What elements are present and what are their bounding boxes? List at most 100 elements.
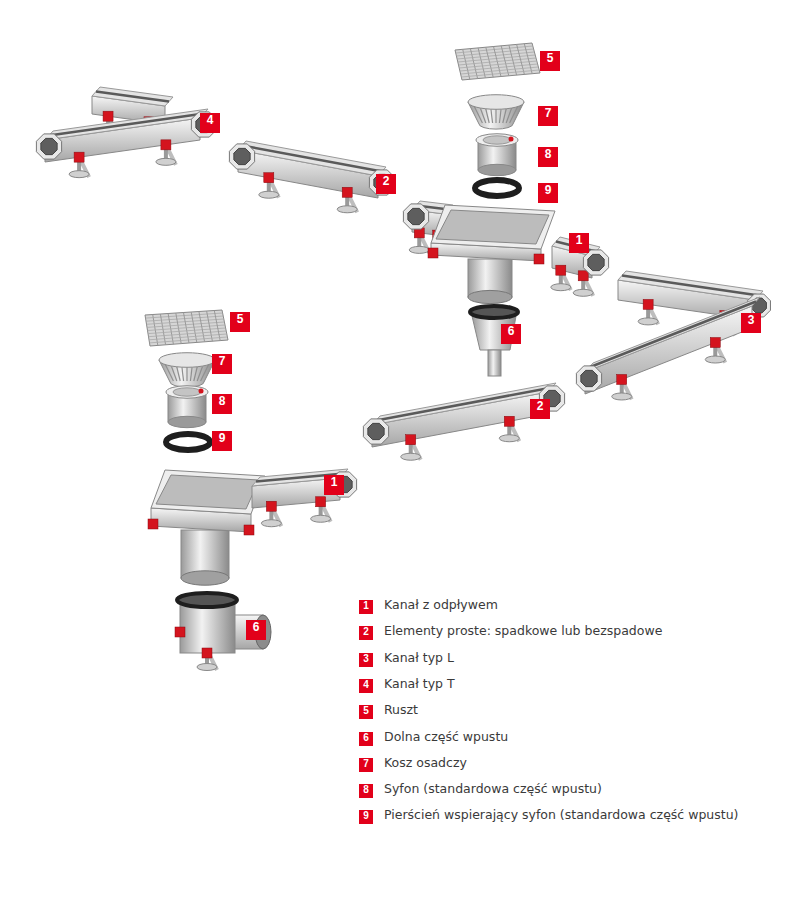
height-adjuster: [244, 525, 254, 535]
callout-number: 7: [212, 354, 232, 374]
callout-box: 8: [538, 147, 558, 167]
legend-text: Kanał typ T: [384, 676, 455, 691]
foot-plate: [197, 664, 217, 671]
callout-number: 5: [230, 312, 250, 332]
foot-plate: [409, 246, 429, 253]
legend-swatch: 6: [359, 732, 373, 746]
drain-slot: [96, 92, 169, 102]
sediment-basket: [159, 353, 215, 387]
height-adjuster: [266, 501, 276, 511]
callout-box: 9: [212, 431, 232, 451]
outlet-end: [181, 571, 229, 585]
callout-box: 6: [246, 620, 266, 640]
height-adjuster: [428, 248, 438, 258]
legend-number: 5: [359, 705, 373, 719]
grate-bar: [501, 46, 509, 76]
legend-swatch: 4: [359, 679, 373, 693]
channel-opening: [408, 208, 424, 224]
grate-bar: [459, 61, 537, 68]
channel-opening: [581, 370, 597, 386]
syphon-top: [476, 134, 518, 147]
legend-text: Kanał typ L: [384, 650, 454, 665]
foot-plate: [499, 435, 519, 442]
legend-swatch: 3: [359, 653, 373, 667]
legend-swatch: 7: [359, 758, 373, 772]
grate-bar: [149, 334, 227, 340]
callout-number: 9: [212, 431, 232, 451]
callout-box: 1: [569, 233, 589, 253]
legend-text: Pierścień wspierający syfon (standardowa…: [384, 807, 738, 822]
syphon-tab: [199, 389, 204, 394]
callout-box: 4: [200, 113, 220, 133]
legend-number: 4: [359, 679, 373, 693]
support-ring: [166, 434, 210, 450]
callout-box: 6: [501, 324, 521, 344]
callout-box: 5: [230, 312, 250, 332]
callout-box: 7: [538, 106, 558, 126]
legend-text: Ruszt: [384, 702, 418, 717]
grate-bar: [148, 328, 226, 334]
channel-end: [403, 204, 428, 229]
foot-plate: [156, 158, 176, 165]
legend-number: 9: [359, 810, 373, 824]
height-adjuster: [175, 627, 185, 637]
channel-opening: [41, 138, 57, 154]
grate: [145, 310, 228, 346]
channel-top: [238, 141, 386, 176]
callout-number: 5: [540, 51, 560, 71]
channel-element: [252, 469, 357, 527]
grate-bar: [150, 337, 228, 343]
callout-number: 8: [212, 394, 232, 414]
channel-top: [92, 87, 173, 106]
syphon: [166, 386, 208, 428]
callout-number: 4: [200, 113, 220, 133]
drain-slot: [49, 114, 204, 136]
callout-box: 9: [538, 183, 558, 203]
legend-text: Elementy proste: spadkowe lub bezspadowe: [384, 623, 662, 638]
callout-number: 3: [741, 313, 761, 333]
sediment-basket: [468, 95, 524, 129]
channel-element: [229, 141, 394, 213]
lower-part-body: [180, 603, 235, 653]
grate-bar: [207, 311, 213, 341]
outlet-end: [468, 290, 512, 303]
grate-bar: [214, 311, 220, 341]
grate-frame: [145, 310, 228, 346]
foot-plate: [69, 171, 89, 178]
height-adjuster: [710, 338, 720, 348]
grate-bar: [517, 44, 525, 74]
height-adjuster: [534, 254, 544, 264]
height-adjuster: [504, 416, 514, 426]
channel-top: [372, 383, 556, 425]
legend-number: 8: [359, 784, 373, 798]
foot-plate: [638, 318, 658, 325]
height-adjuster: [316, 497, 326, 507]
foot-plate: [311, 515, 331, 522]
legend-number: 1: [359, 600, 373, 614]
legend-number: 6: [359, 732, 373, 746]
height-adjuster: [74, 152, 84, 162]
channel-end: [229, 144, 254, 169]
legend-swatch: 5: [359, 705, 373, 719]
syphon-bell: [483, 136, 511, 144]
height-adjuster: [617, 374, 627, 384]
syphon-bottom: [478, 164, 516, 175]
callout-number: 7: [538, 106, 558, 126]
grate-bar: [461, 70, 539, 77]
channel-top: [45, 109, 208, 140]
channel-element: [363, 383, 564, 460]
syphon-bottom: [168, 416, 206, 427]
drain-slot: [376, 388, 552, 421]
lower-part-ring: [177, 593, 237, 607]
channel-top: [618, 271, 763, 300]
channel-element: [576, 297, 760, 400]
foot-plate: [337, 206, 357, 213]
legend-swatch: 1: [359, 600, 373, 614]
height-adjuster: [578, 271, 588, 281]
channel-top: [585, 297, 760, 372]
callout-number: 1: [569, 233, 589, 253]
callout-number: 2: [376, 174, 396, 194]
box-inside: [436, 210, 549, 244]
grate-bar: [524, 44, 532, 74]
channel-end: [36, 134, 61, 159]
